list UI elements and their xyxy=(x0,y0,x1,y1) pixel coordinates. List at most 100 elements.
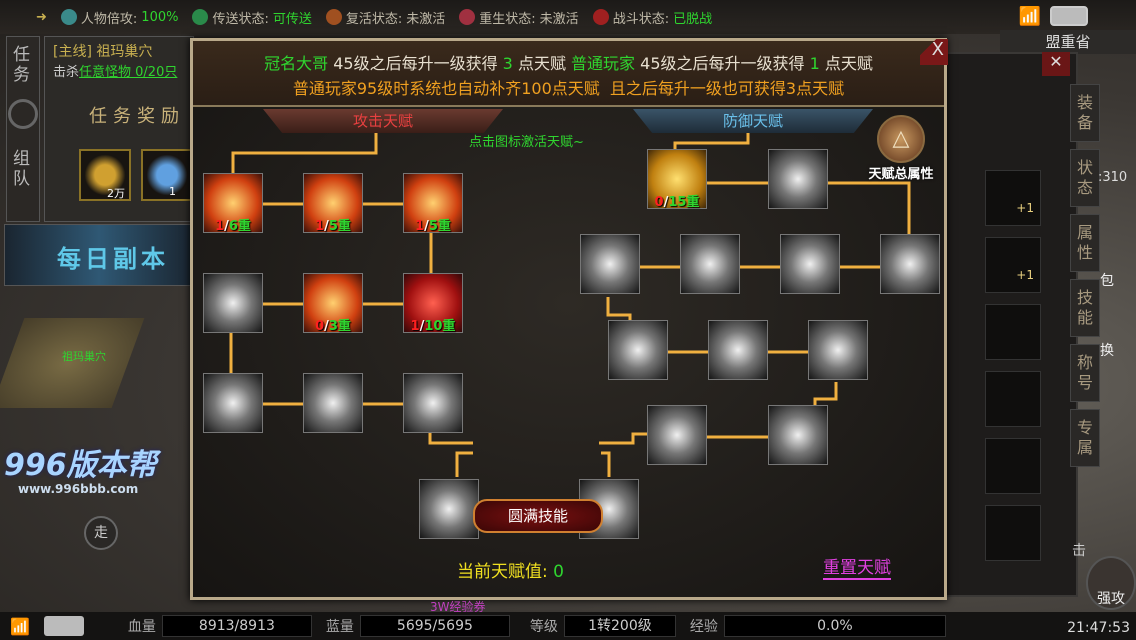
tab-2[interactable]: 属性 xyxy=(1070,214,1100,272)
reward-gold-ingot[interactable]: 2万 xyxy=(79,149,131,201)
status-bar: ➜ 人物倍攻:100%传送状态:可传送复活状态:未激活重生状态:未激活战斗状态:… xyxy=(0,0,1136,34)
person-icon xyxy=(60,9,77,25)
equipment-slot[interactable] xyxy=(985,438,1041,494)
node-level: 1 xyxy=(215,219,225,234)
node-max: 10重 xyxy=(424,319,456,334)
switch-button[interactable]: 换 xyxy=(1100,343,1114,359)
watermark-url: www.996bbb.com xyxy=(18,482,139,496)
battery-icon xyxy=(43,616,84,636)
level-value: 1转200级 xyxy=(563,615,676,637)
clock: 21:47:53 xyxy=(1067,620,1130,636)
kill-label: 击杀 xyxy=(53,65,80,80)
attack-talent-node[interactable]: 1/5重 xyxy=(403,173,463,234)
exp-label: 经验 xyxy=(689,619,718,635)
total-attributes-button[interactable]: △ 天赋总属性 xyxy=(861,115,941,182)
master-skill-node[interactable] xyxy=(419,479,479,539)
node-level: 0 xyxy=(315,319,325,334)
wifi-icon: 📶 xyxy=(10,616,30,636)
tab-1[interactable]: 状态 xyxy=(1070,149,1100,207)
status-4: 战斗状态:已脱战 xyxy=(592,8,713,27)
rebirth-icon xyxy=(459,9,476,25)
node-max: 5重 xyxy=(428,219,451,234)
triangle-emblem-icon: △ xyxy=(877,115,925,163)
equipment-slot[interactable] xyxy=(985,304,1041,360)
expand-arrow-icon[interactable]: ➜ xyxy=(36,9,47,25)
attack-talent-node[interactable] xyxy=(203,373,263,433)
tab-team[interactable]: 组队 xyxy=(13,149,30,189)
walk-button[interactable]: 走 xyxy=(84,516,118,550)
attack-talent-node[interactable]: 1/5重 xyxy=(303,173,363,234)
equipment-slot[interactable] xyxy=(985,505,1041,561)
defense-talent-node[interactable] xyxy=(580,234,640,294)
defense-talent-node[interactable] xyxy=(680,234,740,294)
defense-talent-node[interactable] xyxy=(768,405,828,465)
defense-talent-node[interactable] xyxy=(880,234,940,294)
node-max: 6重 xyxy=(228,219,251,234)
defense-talent-node[interactable] xyxy=(808,320,868,380)
defense-talent-node[interactable] xyxy=(608,320,668,380)
current-talent-points: 当前天赋值: 0 xyxy=(457,562,564,582)
attack-tree-title: 攻击天赋 xyxy=(263,109,503,133)
tab-5[interactable]: 专属 xyxy=(1070,409,1100,467)
hp-label: 血量 xyxy=(127,619,156,635)
strike-label: 击 xyxy=(1072,543,1086,559)
tab-0[interactable]: 装备 xyxy=(1070,84,1100,142)
status-value: 未激活 xyxy=(406,11,446,27)
quest-target-link[interactable]: 任意怪物 0/20只 xyxy=(79,65,178,80)
attack-talent-node[interactable]: 1/10重 xyxy=(403,273,463,334)
status-label: 战斗状态: xyxy=(612,11,670,27)
close-button[interactable]: X xyxy=(920,39,948,65)
equipment-close-button[interactable]: ✕ xyxy=(1042,52,1070,76)
exp-bar: 0.0% xyxy=(723,615,946,637)
exp-bonus-label: 3W经验券 xyxy=(430,600,486,614)
status-value: 已脱战 xyxy=(673,11,713,27)
equipment-slot[interactable]: +1 xyxy=(985,170,1041,226)
node-max: 15重 xyxy=(668,195,700,210)
attack-talent-node[interactable] xyxy=(203,273,263,333)
coordinate-readout: :310 xyxy=(1098,170,1128,185)
status-value: 可传送 xyxy=(272,11,312,27)
bag-button[interactable]: 包 xyxy=(1100,273,1114,289)
quest-title[interactable]: [主线] 祖玛巢穴 xyxy=(53,44,153,60)
attack-talent-node[interactable]: 1/6重 xyxy=(203,173,263,234)
status-value: 未激活 xyxy=(539,11,579,27)
hint-text: 点击图标激活天赋~ xyxy=(469,135,584,150)
defense-talent-node[interactable] xyxy=(780,234,840,294)
daily-dungeon-banner[interactable]: 每日副本 xyxy=(4,224,194,286)
attack-talent-node[interactable] xyxy=(303,373,363,433)
attack-button[interactable]: 强攻 xyxy=(1086,556,1136,610)
defense-talent-node[interactable] xyxy=(647,405,707,465)
status-label: 传送状态: xyxy=(212,11,269,27)
defense-talent-node[interactable]: 0/15重 xyxy=(647,149,707,210)
status-3: 重生状态:未激活 xyxy=(459,8,579,27)
status-label: 人物倍攻: xyxy=(80,11,138,27)
status-label: 重生状态: xyxy=(479,11,536,27)
reward-title: 任务奖励 xyxy=(89,106,185,127)
mp-value: 5695/5695 xyxy=(359,615,510,637)
master-skill-badge: 圆满技能 xyxy=(473,499,603,533)
province-label: 盟重省 xyxy=(1000,30,1136,54)
hp-value: 8913/8913 xyxy=(161,615,312,637)
equipment-slot[interactable]: +1 xyxy=(985,237,1041,293)
attack-talent-node[interactable] xyxy=(403,373,463,433)
defense-tree-title: 防御天赋 xyxy=(633,109,873,133)
header-line-1: 冠名大哥 45级之后每升一级获得 3 点天赋 普通玩家 45级之后每升一级获得 … xyxy=(264,54,873,73)
refresh-icon[interactable] xyxy=(8,99,38,129)
left-side-tabs: 任务 组队 xyxy=(6,36,40,222)
dialog-header: 冠名大哥 45级之后每升一级获得 3 点天赋 普通玩家 45级之后每升一级获得 … xyxy=(193,41,944,107)
reward-diamond[interactable]: 1 xyxy=(141,149,193,201)
tab-4[interactable]: 称号 xyxy=(1070,344,1100,402)
tab-3[interactable]: 技能 xyxy=(1070,279,1100,337)
battery-icon xyxy=(1050,6,1088,26)
quest-panel[interactable]: [主线] 祖玛巢穴 击杀任意怪物 0/20只 任务奖励 2万 1 xyxy=(44,36,194,222)
equipment-slot[interactable] xyxy=(985,371,1041,427)
defense-talent-node[interactable] xyxy=(708,320,768,380)
tab-quest[interactable]: 任务 xyxy=(13,45,30,85)
node-max: 3重 xyxy=(328,319,351,334)
attack-talent-node[interactable]: 0/3重 xyxy=(303,273,363,334)
connector-lines xyxy=(229,129,911,477)
current-talent-value: 0 xyxy=(553,562,564,582)
header-line-2: 普通玩家95级时系统也自动补齐100点天赋 且之后每升一级也可获得3点天赋 xyxy=(292,79,845,98)
defense-talent-node[interactable] xyxy=(768,149,828,209)
reset-talent-button[interactable]: 重置天赋 xyxy=(823,553,891,580)
